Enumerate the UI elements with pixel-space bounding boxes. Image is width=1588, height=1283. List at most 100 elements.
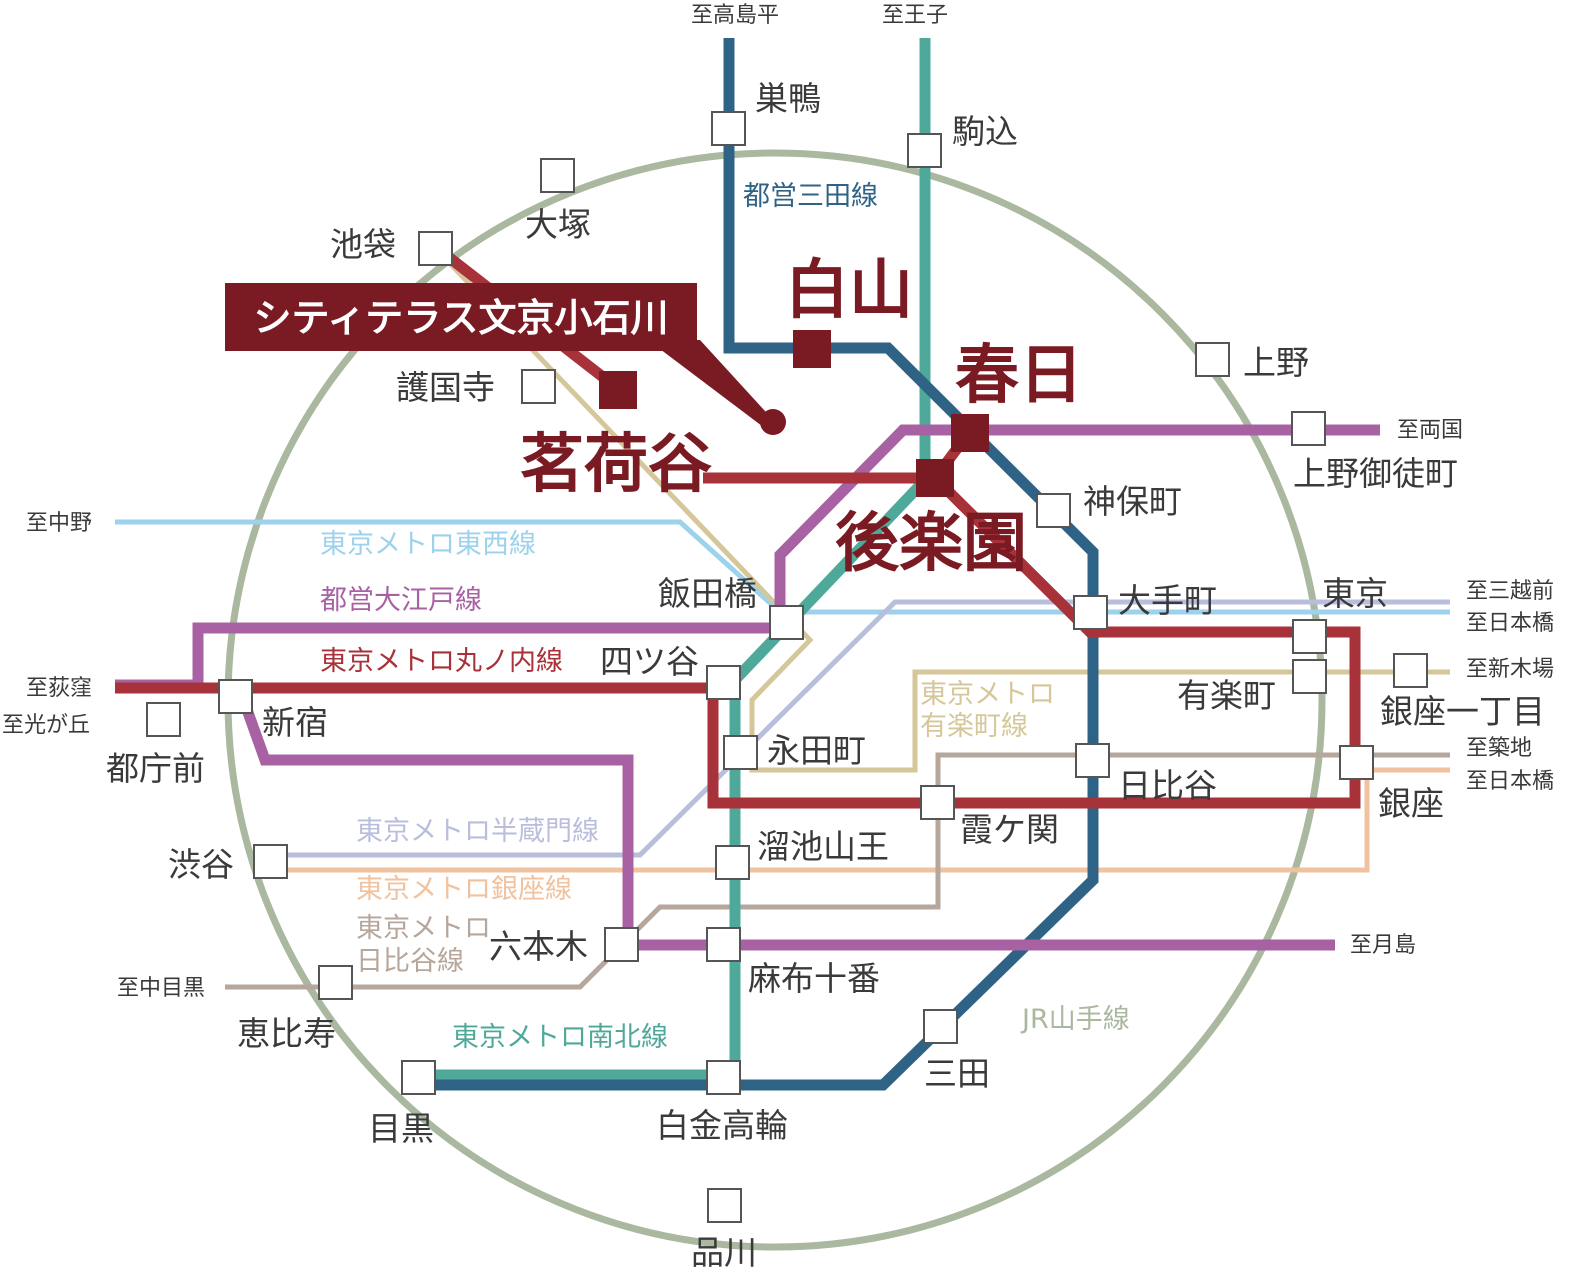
station-label-nagatacho: 永田町 xyxy=(767,731,866,770)
station-marker-yurakucho xyxy=(1292,659,1327,694)
station-marker-korakuen xyxy=(916,459,954,497)
station-label-yotsuya: 四ツ谷 xyxy=(600,642,699,681)
station-label-hakusan: 白山 xyxy=(785,253,913,328)
callout-label: シティテラス文京小石川 xyxy=(254,295,669,340)
station-marker-ginza-itchome xyxy=(1393,653,1428,688)
line-ginza xyxy=(270,767,1450,873)
station-label-otemachi: 大手町 xyxy=(1118,581,1217,620)
callout-pointer xyxy=(648,340,775,432)
station-marker-shibuya xyxy=(253,844,288,879)
station-marker-ueno xyxy=(1195,342,1230,377)
dest-tsukishima: 至月島 xyxy=(1350,933,1416,958)
line-label-tozai: 東京メトロ東西線 xyxy=(320,529,536,560)
station-label-myogadani: 茗荷谷 xyxy=(520,427,712,502)
station-label-mita: 三田 xyxy=(924,1054,990,1093)
station-label-uenookachimachi: 上野御徒町 xyxy=(1293,454,1458,493)
station-marker-yotsuya xyxy=(706,665,741,700)
station-marker-otemachi xyxy=(1073,595,1108,630)
line-label-hibiya-2: 日比谷線 xyxy=(356,946,464,977)
station-label-kasumigaseki: 霞ケ関 xyxy=(960,810,1059,849)
station-label-kasuga: 春日 xyxy=(955,338,1083,413)
station-label-ginza-itchome: 銀座一丁目 xyxy=(1380,692,1545,731)
station-marker-jimbocho xyxy=(1036,493,1071,528)
station-marker-sugamo xyxy=(711,111,746,146)
station-label-hibiya: 日比谷 xyxy=(1118,766,1217,805)
station-label-ikebukuro: 池袋 xyxy=(330,225,396,264)
station-label-ebisu: 恵比寿 xyxy=(237,1014,336,1053)
line-label-hanzomon: 東京メトロ半蔵門線 xyxy=(356,816,599,847)
station-marker-ebisu xyxy=(318,965,353,1000)
callout-box xyxy=(225,283,697,351)
line-hanzomon xyxy=(270,599,1450,858)
station-marker-uenookachimachi xyxy=(1291,411,1326,446)
station-label-meguro: 目黒 xyxy=(368,1109,434,1148)
station-marker-hakusan xyxy=(793,330,831,368)
line-marunouchi xyxy=(115,472,1361,809)
dest-hikarigaoka: 至光が丘 xyxy=(2,713,90,738)
station-label-roppongi: 六本木 xyxy=(489,927,588,966)
site-marker xyxy=(760,409,786,435)
dest-shinkiba: 至新木場 xyxy=(1466,657,1554,682)
station-marker-tokyo xyxy=(1292,619,1327,654)
line-label-marunouchi: 東京メトロ丸ノ内線 xyxy=(320,646,563,677)
station-marker-myogadani xyxy=(599,371,637,409)
station-label-tokyo: 東京 xyxy=(1322,574,1388,613)
station-marker-shinagawa xyxy=(707,1188,742,1223)
station-label-korakuen: 後楽園 xyxy=(835,506,1027,581)
station-label-iidabashi: 飯田橋 xyxy=(658,574,757,613)
station-label-yurakucho: 有楽町 xyxy=(1177,676,1276,715)
line-label-yurakucho-2: 有楽町線 xyxy=(920,711,1028,742)
station-marker-tochomae xyxy=(146,702,181,737)
station-marker-azabu-juban xyxy=(706,927,741,962)
station-label-komagome: 駒込 xyxy=(952,112,1018,151)
station-marker-tameike-sanno xyxy=(715,845,750,880)
station-label-shirokane-takanawa: 白金高輪 xyxy=(656,1106,788,1145)
dest-takashimadaira: 至高島平 xyxy=(691,3,779,28)
station-label-ginza: 銀座 xyxy=(1378,784,1444,823)
featured-station-markers xyxy=(599,330,989,497)
dest-nakano: 至中野 xyxy=(26,511,92,536)
dest-mitsukoshimae: 至三越前 xyxy=(1466,579,1554,604)
line-label-yamanote: JR山手線 xyxy=(1020,1004,1130,1035)
station-marker-komagome xyxy=(907,133,942,168)
dest-oji: 至王子 xyxy=(882,3,948,28)
line-hibiya xyxy=(225,752,1450,990)
dest-ogikubo: 至荻窪 xyxy=(26,676,92,701)
station-marker-hibiya xyxy=(1075,743,1110,778)
dest-tsukiji: 至築地 xyxy=(1466,736,1532,761)
station-marker-roppongi xyxy=(604,927,639,962)
dest-nakameguro: 至中目黒 xyxy=(117,976,205,1001)
station-marker-otsuka xyxy=(540,158,575,193)
line-label-yurakucho-1: 東京メトロ xyxy=(920,679,1055,710)
station-marker-shirokane-takanawa xyxy=(706,1060,741,1095)
station-label-shinagawa: 品川 xyxy=(691,1233,757,1272)
line-mita xyxy=(420,38,1099,1091)
line-label-hibiya-1: 東京メトロ xyxy=(356,913,491,944)
station-label-jimbocho: 神保町 xyxy=(1083,482,1182,521)
station-marker-ikebukuro xyxy=(418,231,453,266)
line-label-oedo: 都営大江戸線 xyxy=(320,585,482,616)
station-label-azabu-juban: 麻布十番 xyxy=(748,959,880,998)
station-label-tochomae: 都庁前 xyxy=(106,749,205,788)
line-tozai xyxy=(115,519,1450,615)
line-label-mita: 都営三田線 xyxy=(743,181,878,212)
dest-ryogoku: 至両国 xyxy=(1397,418,1463,443)
line-oedo-a xyxy=(115,424,1380,691)
line-label-namboku: 東京メトロ南北線 xyxy=(452,1022,668,1053)
station-label-gokokuji: 護国寺 xyxy=(396,368,495,407)
line-label-ginza: 東京メトロ銀座線 xyxy=(356,874,572,905)
station-label-ueno: 上野 xyxy=(1243,343,1309,382)
dest-nihombashi-1: 至日本橋 xyxy=(1466,611,1554,636)
station-marker-gokokuji xyxy=(521,369,556,404)
station-marker-shinjuku xyxy=(218,679,253,714)
station-marker-meguro xyxy=(401,1060,436,1095)
station-marker-kasuga xyxy=(951,414,989,452)
station-marker-ginza xyxy=(1339,745,1374,780)
station-label-shinjuku: 新宿 xyxy=(262,703,328,742)
station-label-otsuka: 大塚 xyxy=(525,205,591,244)
station-marker-kasumigaseki xyxy=(920,785,955,820)
station-label-tameike-sanno: 溜池山王 xyxy=(757,827,889,866)
station-label-shibuya: 渋谷 xyxy=(168,845,234,884)
station-markers xyxy=(146,111,1428,1223)
